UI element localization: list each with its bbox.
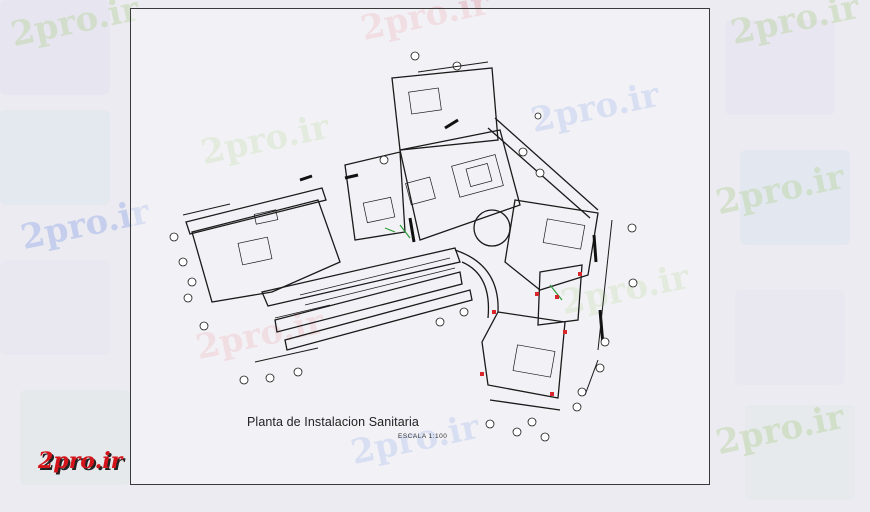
- fixture-mark: [550, 392, 554, 396]
- bed-two: [512, 344, 556, 378]
- top-wing-walls: [391, 67, 499, 151]
- living-area-walls: [399, 129, 521, 241]
- bedroom-one-walls: [504, 199, 599, 291]
- dimension-lines: [182, 61, 613, 396]
- drawing-frame: [130, 8, 710, 485]
- bg-tile: [20, 390, 130, 485]
- drawing-title: Planta de Instalacion Sanitaria: [247, 415, 419, 429]
- dining-table: [405, 176, 436, 206]
- bathroom-core-walls: [537, 264, 583, 326]
- bg-tile: [0, 0, 110, 95]
- bg-tile: [0, 260, 110, 355]
- fixture-mark: [563, 330, 567, 334]
- drawing-scale: ESCALA 1:100: [398, 433, 448, 440]
- sanitary-fixtures: [480, 272, 582, 396]
- bg-tile: [725, 20, 835, 115]
- sofa-set: [451, 154, 504, 198]
- bedroom-two-walls: [481, 311, 566, 399]
- axis-markers: [169, 51, 638, 442]
- fixture-mark: [578, 272, 582, 276]
- bg-tile: [735, 290, 845, 385]
- fixture-mark: [480, 372, 484, 376]
- corridor-walls: [261, 247, 461, 307]
- fixture-mark: [535, 292, 539, 296]
- central-block-walls: [344, 151, 406, 241]
- watermark-logo: 2pro.ir: [38, 448, 123, 474]
- bg-tile: [745, 405, 855, 500]
- bed-one: [542, 218, 586, 250]
- left-wing-walls: [191, 199, 341, 303]
- fixture-mark: [555, 295, 559, 299]
- bg-tile: [740, 150, 850, 245]
- bg-tile: [0, 110, 110, 205]
- fixture-mark: [492, 310, 496, 314]
